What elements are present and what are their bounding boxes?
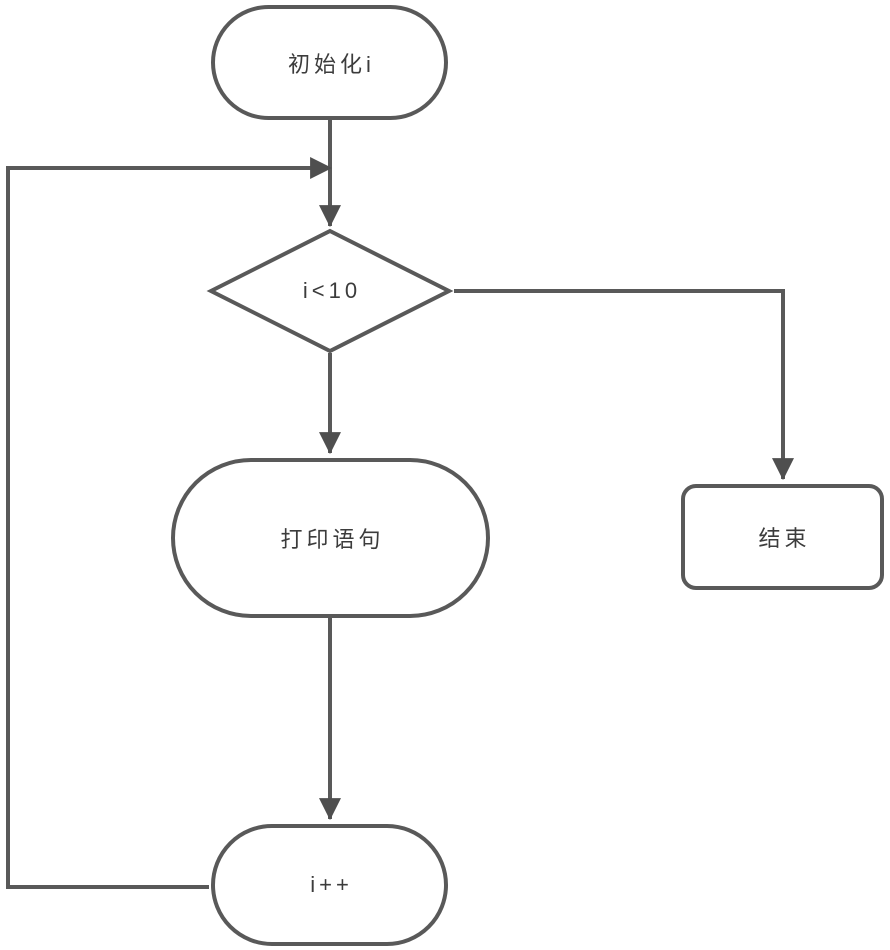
node-print: 打印语句 <box>171 458 490 618</box>
node-end-label: 结束 <box>758 526 811 551</box>
node-start-label: 初始化i <box>288 51 375 77</box>
node-start: 初始化i <box>211 5 448 120</box>
node-increment-label: i++ <box>310 872 353 897</box>
node-decision-shape <box>206 228 454 354</box>
node-print-label: 打印语句 <box>280 527 385 552</box>
node-increment: i++ <box>211 824 448 946</box>
node-end: 结束 <box>681 484 884 590</box>
edge-decision-to-end <box>454 289 794 481</box>
edge-increment-to-decision-loop <box>6 157 333 889</box>
